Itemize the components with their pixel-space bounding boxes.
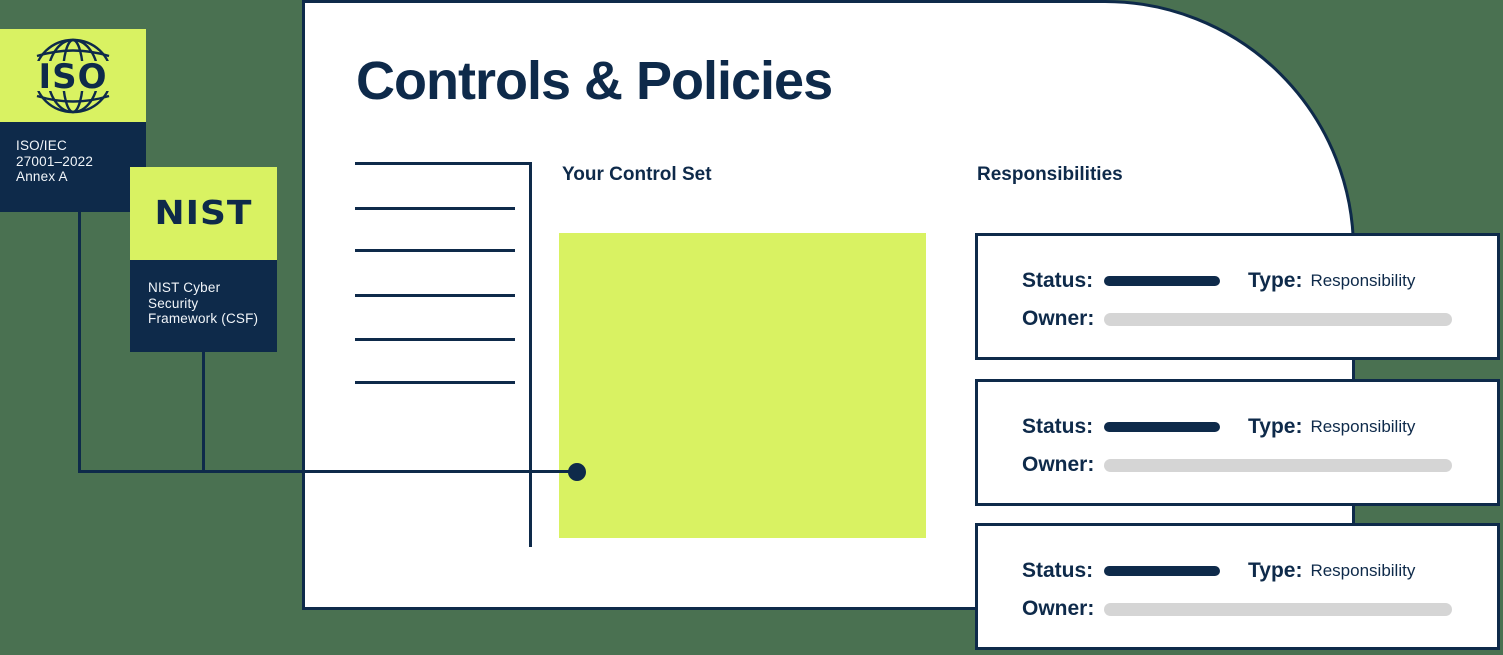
iso-logo-badge: ISO — [0, 29, 146, 122]
nist-label-line: Framework (CSF) — [148, 311, 259, 326]
type-label: Type: — [1248, 559, 1303, 582]
document-line — [355, 162, 532, 165]
nist-wordmark: NIST — [154, 194, 253, 233]
owner-bar — [1104, 312, 1452, 326]
nist-label-line: NIST Cyber — [148, 280, 221, 295]
iso-wordmark: ISO — [38, 57, 107, 97]
document-line — [355, 381, 515, 384]
type-label: Type: — [1248, 415, 1303, 438]
type-value: Responsibility — [1310, 417, 1416, 436]
document-line — [355, 249, 515, 252]
document-line — [355, 294, 515, 297]
status-label: Status: — [1022, 415, 1094, 438]
connector-line-horizontal — [78, 470, 577, 473]
status-label: Status: — [1022, 559, 1094, 582]
connector-line-nist — [202, 352, 205, 473]
connector-dot — [568, 463, 586, 481]
owner-row: Owner: — [1022, 450, 1497, 480]
owner-bar — [1104, 458, 1452, 472]
document-line — [355, 338, 515, 341]
nist-label-box: NIST Cyber Security Framework (CSF) — [130, 260, 277, 352]
iso-label-line: Annex A — [16, 169, 68, 184]
responsibility-card: Status: Type: Responsibility Owner: — [975, 233, 1500, 360]
iso-label-line: 27001–2022 — [16, 153, 94, 169]
owner-row: Owner: — [1022, 304, 1497, 334]
document-line — [529, 162, 532, 547]
responsibilities-label: Responsibilities — [977, 164, 1123, 185]
owner-label: Owner: — [1022, 453, 1095, 476]
nist-label-line: Security — [148, 295, 199, 311]
iso-globe-icon: ISO — [24, 38, 122, 113]
type-label: Type: — [1248, 269, 1303, 292]
type-value: Responsibility — [1310, 271, 1416, 290]
owner-label: Owner: — [1022, 307, 1095, 330]
document-line — [355, 207, 515, 210]
nist-logo-badge: NIST — [130, 167, 277, 260]
owner-label: Owner: — [1022, 597, 1095, 620]
status-row: Status: Type: Responsibility — [1022, 266, 1497, 296]
responsibility-card: Status: Type: Responsibility Owner: — [975, 379, 1500, 506]
connector-line-iso — [78, 210, 81, 473]
responsibility-card: Status: Type: Responsibility Owner: — [975, 523, 1500, 650]
type-value: Responsibility — [1310, 561, 1416, 580]
document-lines-graphic — [355, 162, 532, 547]
iso-label-line: ISO/IEC — [16, 138, 67, 153]
status-row: Status: Type: Responsibility — [1022, 412, 1497, 442]
page-title: Controls & Policies — [356, 51, 833, 111]
control-set-label: Your Control Set — [562, 164, 712, 185]
status-bar — [1104, 276, 1220, 286]
status-bar — [1104, 422, 1220, 432]
owner-row: Owner: — [1022, 594, 1497, 624]
status-label: Status: — [1022, 269, 1094, 292]
status-row: Status: Type: Responsibility — [1022, 556, 1497, 586]
owner-bar — [1104, 602, 1452, 616]
status-bar — [1104, 566, 1220, 576]
control-set-panel — [559, 233, 926, 538]
iso-label-box: ISO/IEC 27001–2022 Annex A — [0, 122, 146, 212]
